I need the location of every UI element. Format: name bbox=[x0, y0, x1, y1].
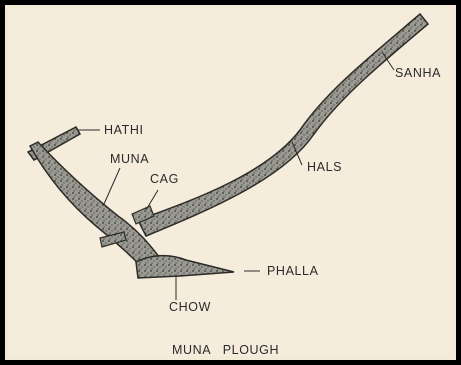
label-hals: HALS bbox=[307, 161, 342, 174]
label-chow: CHOW bbox=[169, 301, 211, 314]
label-muna: MUNA bbox=[110, 153, 149, 166]
label-sanha: SANHA bbox=[395, 67, 441, 80]
label-phalla: PHALLA bbox=[267, 265, 319, 278]
figure-caption: MUNA PLOUGH bbox=[172, 344, 279, 357]
muna-leader bbox=[104, 168, 120, 204]
cag-leader bbox=[146, 190, 158, 210]
hals-beam bbox=[138, 14, 428, 236]
label-hathi: HATHI bbox=[104, 124, 144, 137]
label-cag: CAG bbox=[150, 173, 179, 186]
chow-share bbox=[136, 256, 234, 278]
